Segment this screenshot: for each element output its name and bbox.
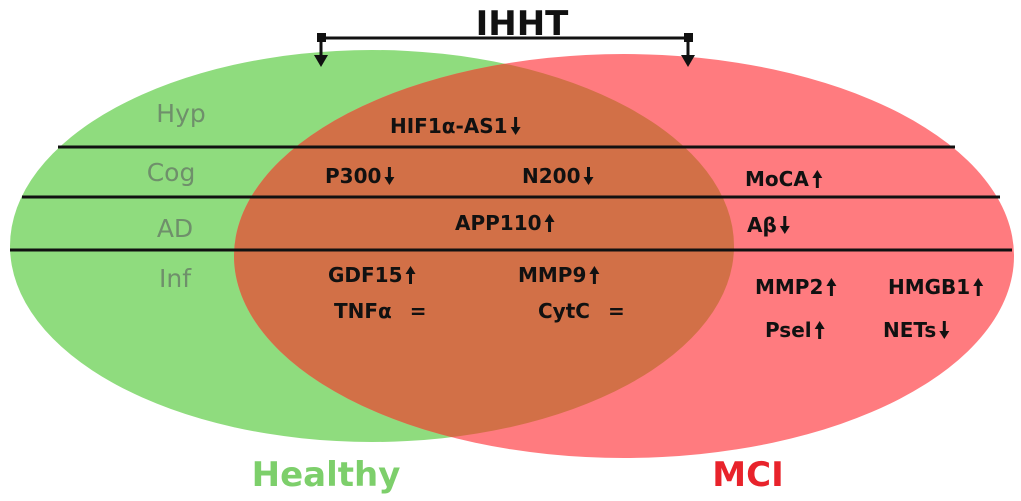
marker-moca: MoCA: [745, 167, 823, 191]
svg-text:GDF15: GDF15: [328, 263, 403, 287]
svg-text:CytC: CytC: [538, 299, 590, 323]
svg-text:P300: P300: [325, 164, 381, 188]
category-ad: AD: [157, 214, 193, 243]
group-label-healthy: Healthy: [252, 455, 401, 495]
marker-cytc: CytC =: [538, 299, 625, 323]
arrow-up-icon: [589, 266, 600, 284]
marker-abeta: Aβ: [747, 213, 790, 237]
svg-text:MMP2: MMP2: [755, 275, 823, 299]
arrow-up-icon: [544, 214, 555, 232]
ihht-title: IHHT: [476, 4, 570, 44]
marker-mmp2: MMP2: [755, 275, 837, 299]
marker-psel: Psel: [765, 318, 825, 342]
arrow-up-icon: [405, 266, 416, 284]
arrow-up-icon: [973, 278, 984, 296]
svg-text:HIF1α-AS1: HIF1α-AS1: [390, 114, 508, 138]
svg-text:TNFα: TNFα: [334, 299, 392, 323]
arrow-down-icon: [583, 167, 594, 185]
svg-text:Aβ: Aβ: [747, 213, 777, 237]
svg-text:NETs: NETs: [883, 318, 936, 342]
svg-text:Psel: Psel: [765, 318, 812, 342]
svg-text:HMGB1: HMGB1: [888, 275, 970, 299]
marker-tnfa: TNFα =: [334, 299, 427, 323]
arrow-down-icon: [939, 321, 950, 339]
category-cog: Cog: [147, 158, 196, 187]
group-label-mci: MCI: [712, 455, 783, 495]
arrow-up-icon: [812, 170, 823, 188]
equals-icon: =: [410, 299, 427, 323]
ihht-bracket: [314, 33, 695, 67]
marker-hif: HIF1α-AS1: [390, 114, 521, 138]
arrow-down-icon: [510, 117, 521, 135]
marker-hmgb1: HMGB1: [888, 275, 984, 299]
overlap-region: [234, 54, 734, 442]
marker-n200: N200: [522, 164, 594, 188]
svg-text:MMP9: MMP9: [518, 263, 586, 287]
svg-text:APP110: APP110: [455, 211, 542, 235]
arrow-up-icon: [814, 321, 825, 339]
marker-gdf15: GDF15: [328, 263, 416, 287]
arrow-up-icon: [826, 278, 837, 296]
svg-text:N200: N200: [522, 164, 581, 188]
marker-nets: NETs: [883, 318, 950, 342]
marker-mmp9: MMP9: [518, 263, 600, 287]
marker-p300: P300: [325, 164, 395, 188]
arrow-down-icon: [779, 216, 790, 234]
marker-app110: APP110: [455, 211, 555, 235]
category-hyp: Hyp: [156, 99, 205, 128]
category-inf: Inf: [159, 264, 192, 293]
equals-icon: =: [608, 299, 625, 323]
arrow-down-icon: [384, 167, 395, 185]
svg-text:MoCA: MoCA: [745, 167, 809, 191]
